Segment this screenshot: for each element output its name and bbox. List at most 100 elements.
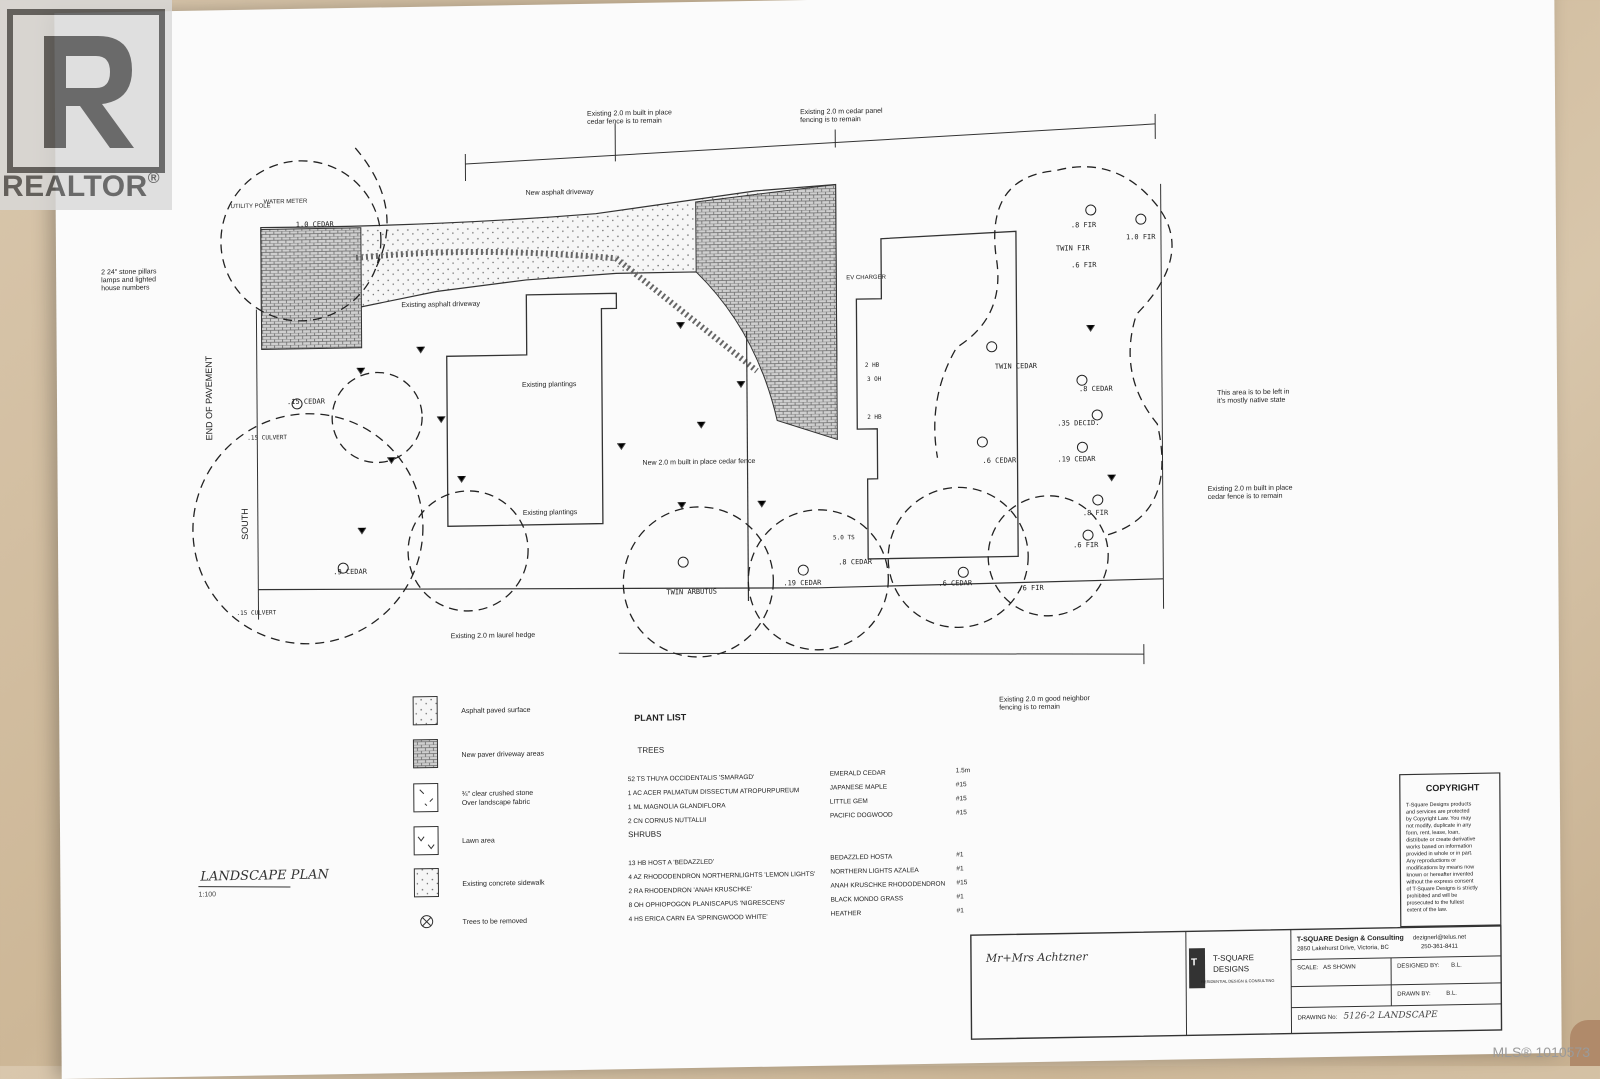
drawn-label: DRAWN BY: xyxy=(1397,991,1431,998)
existing-asphalt-label: Existing asphalt driveway xyxy=(401,301,480,309)
plant-size: #1 xyxy=(956,865,964,872)
existing-plantings-label-1: Existing plantings xyxy=(522,381,577,389)
scale-label: SCALE: xyxy=(1297,965,1319,971)
plant-code: 2 RA RHODENDRON 'ANAH KRUSCHKE' xyxy=(628,886,752,895)
native-area-label-2: it's mostly native state xyxy=(1217,397,1285,405)
paver-entry xyxy=(261,228,362,350)
realtor-word: REALTOR xyxy=(2,170,148,203)
legend-label: Asphalt paved surface xyxy=(461,707,530,715)
realtor-watermark: REALTOR® xyxy=(0,0,172,210)
drawn-value: B.L. xyxy=(1446,991,1457,997)
existing-plantings-label-2: Existing plantings xyxy=(523,509,578,517)
stone-pillars-label: 2 24" stone pillars xyxy=(101,268,157,276)
plant-list-title: PLANT LIST xyxy=(634,712,687,723)
top-fence-lines xyxy=(465,114,1155,181)
road-label: END OF PAVEMENT xyxy=(204,355,215,440)
designed-value: B.L. xyxy=(1451,963,1462,969)
plant-code: 13 HB HOST A 'BEDAZZLED' xyxy=(628,859,714,867)
tree-label: 1.0 CEDAR xyxy=(296,220,335,229)
blueprint-sheet: Existing 2.0 m built in place cedar fenc… xyxy=(54,0,1561,1079)
legend-label-2: Over landscape fabric xyxy=(462,799,531,807)
logo-text-2: DESIGNS xyxy=(1213,964,1249,974)
legend-label: Lawn area xyxy=(462,837,495,845)
fence-top-left-note-2: cedar fence is to remain xyxy=(587,118,662,126)
tree-label: 5.0 TS xyxy=(833,534,855,541)
tree-label: .8 CEDAR xyxy=(1079,385,1114,394)
client-name: Mr+Mrs Achtzner xyxy=(985,950,1088,965)
neighbor-fence-label-2: fencing is to remain xyxy=(999,704,1060,712)
tree-label: .35 DECID. xyxy=(1057,419,1099,428)
plant-list: PLANT LIST TREES 52 TS THUYA OCCIDENTALI… xyxy=(627,707,971,923)
scale-value: AS SHOWN xyxy=(1323,964,1356,971)
tree-label: .6 FIR xyxy=(1071,261,1097,269)
fence-top-right-note-2: fencing is to remain xyxy=(800,116,861,124)
copyright-line: works based on information xyxy=(1405,843,1472,850)
tree-label: 1.0 FIR xyxy=(1126,233,1156,242)
plant-code: 1 AC ACER PALMATUM DISSECTUM ATROPURPURE… xyxy=(628,787,800,797)
drawing-value: 5126-2 LANDSCAPE xyxy=(1343,1010,1438,1022)
landscape-plan-drawing: Existing 2.0 m built in place cedar fenc… xyxy=(54,0,1561,1079)
tree-label: TWIN CEDAR xyxy=(995,362,1038,371)
registered-mark: ® xyxy=(148,170,160,187)
plant-size: #1 xyxy=(957,893,965,900)
t-square-logo-icon: T xyxy=(1191,957,1197,968)
sheet-title: LANDSCAPE PLAN xyxy=(199,867,329,884)
plant-common: JAPANESE MAPLE xyxy=(830,784,888,792)
sheet-scale-note: 1:100 xyxy=(198,891,216,898)
plant-code: 1 ML MAGNOLIA GLANDIFLORA xyxy=(628,802,726,811)
tree-label: .19 CEDAR xyxy=(783,579,822,588)
plant-common: ANAH KRUSCHKE RHODODENDRON xyxy=(830,881,945,890)
mls-number: MLS® 1010573 xyxy=(1493,1044,1591,1060)
logo-text: T-SQUARE xyxy=(1213,953,1254,963)
fence-top-right-note: Existing 2.0 m cedar panel xyxy=(800,108,883,116)
copyright-line: not modify, duplicate in any xyxy=(1406,822,1471,829)
tree-label: .6 CEDAR xyxy=(982,456,1017,465)
tree-label: .6 CEDAR xyxy=(938,579,973,588)
tree-label: .19 CEDAR xyxy=(1057,455,1096,464)
title-block: Mr+Mrs Achtzner T T-SQUARE DESIGNS RESID… xyxy=(971,926,1502,1039)
tree-label: 3 OH xyxy=(867,376,882,383)
stone-pillars-label-3: house numbers xyxy=(101,284,150,292)
tree-label: 2 HB xyxy=(865,362,880,369)
plant-common: BEDAZZLED HOSTA xyxy=(830,854,893,862)
shrubs-heading: SHRUBS xyxy=(628,830,661,840)
fence-right-label-2: cedar fence is to remain xyxy=(1208,493,1283,501)
company-address: 2850 Lakehurst Drive, Victoria, BC xyxy=(1297,945,1390,953)
tree-label: .6 FIR xyxy=(1073,541,1099,549)
plant-code: 2 CN CORNUS NUTTALLII xyxy=(628,817,707,825)
utility-pole-label: UTILITY POLE xyxy=(231,203,271,210)
copyright-line: extent of the law. xyxy=(1407,907,1448,914)
copyright-line: provided in whole or in part. xyxy=(1406,850,1472,857)
plant-size: #15 xyxy=(956,795,967,802)
plant-common: LITTLE GEM xyxy=(830,798,868,806)
new-fence-label: New 2.0 m built in place cedar fence xyxy=(642,458,755,467)
tree-label: .8 FIR xyxy=(1083,509,1109,517)
paver-driveway-area xyxy=(696,185,838,442)
legend-label: Trees to be removed xyxy=(463,918,527,926)
copyright-line: T-Square Designs products xyxy=(1406,801,1472,808)
plant-size: #1 xyxy=(956,851,964,858)
legend-label: New paver driveway areas xyxy=(461,751,544,759)
logo-sub: RESIDENTIAL DESIGN & CONSULTING xyxy=(1201,978,1274,984)
plant-common: NORTHERN LIGHTS AZALEA xyxy=(830,867,919,876)
copyright-line: distribute or create derivative xyxy=(1406,836,1475,843)
lawn-marks xyxy=(357,315,1116,534)
legend-label: ¾" clear crushed stone xyxy=(462,790,534,798)
drawing-label: DRAWING No: xyxy=(1297,1015,1337,1022)
fence-top-left-note: Existing 2.0 m built in place xyxy=(587,109,672,117)
copyright-line: Any reproductions or xyxy=(1406,858,1456,865)
neighbor-fence-label: Existing 2.0 m good neighbor xyxy=(999,695,1090,704)
plant-code: 4 AZ RHODODENDRON NORTHERNLIGHTS 'LEMON … xyxy=(628,871,815,881)
plant-code: 52 TS THUYA OCCIDENTALIS 'SMARAGD' xyxy=(628,774,755,783)
plant-size: #15 xyxy=(956,879,967,886)
plant-size: #1 xyxy=(957,907,965,914)
native-area-label: This area is to be left in xyxy=(1217,389,1290,397)
plant-common: PACIFIC DOGWOOD xyxy=(830,812,893,820)
copyright-line: of T-Square Designs is strictly xyxy=(1407,885,1479,892)
copyright-lines: T-Square Designs products and services a… xyxy=(1405,801,1478,913)
tree-label: TWIN ARBUTUS xyxy=(666,588,717,597)
company-email: dezignerl@telus.net xyxy=(1413,935,1466,942)
tree-label: .15 CULVERT xyxy=(247,434,287,442)
fence-right-label: Existing 2.0 m built in place xyxy=(1208,485,1293,493)
tree-label: .8 FIR xyxy=(1071,221,1097,229)
